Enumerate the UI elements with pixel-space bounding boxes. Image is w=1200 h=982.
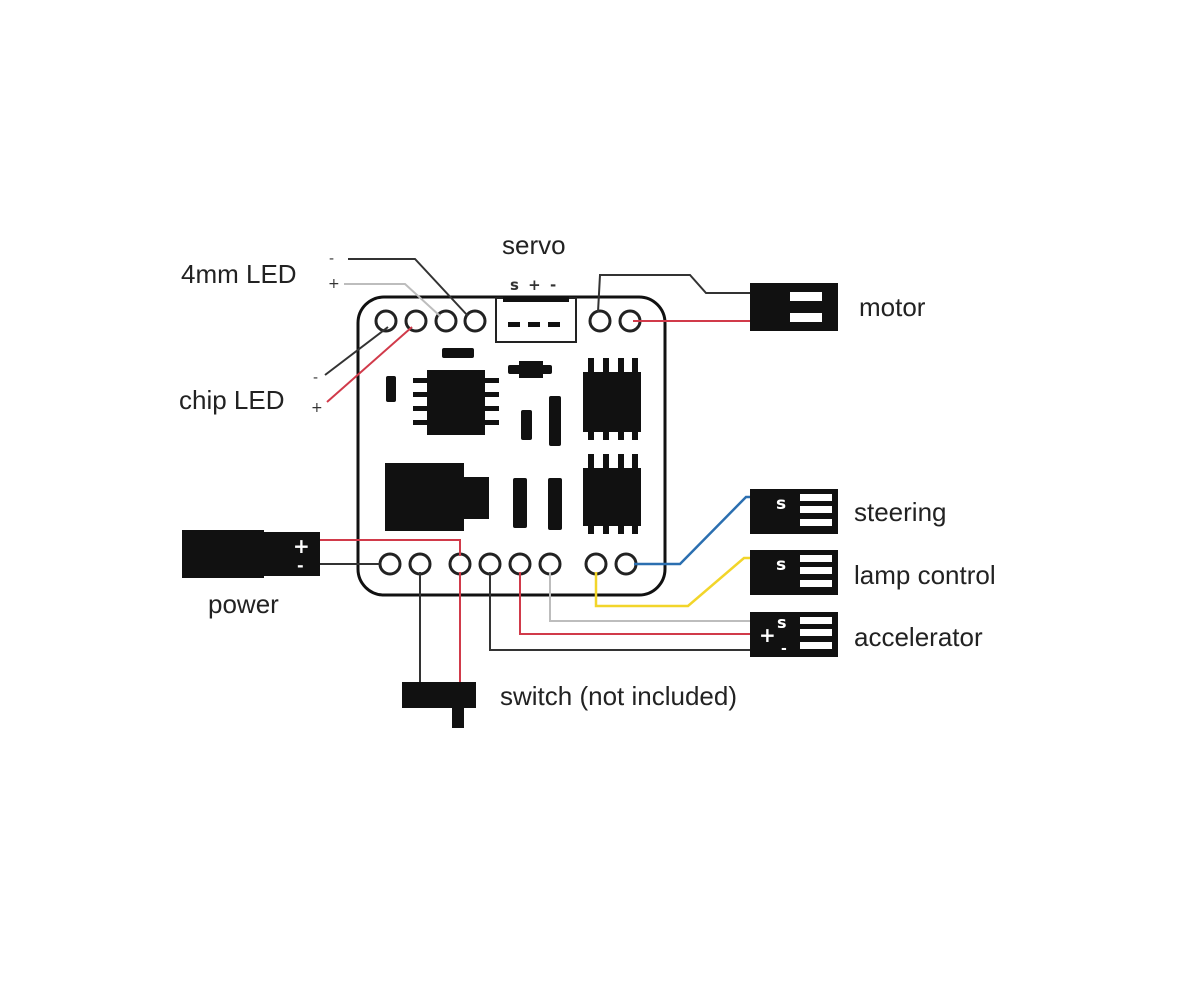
label-switch: switch (not included)	[500, 681, 737, 711]
motor-connector	[750, 283, 838, 331]
accelerator-s-mark: s	[777, 613, 787, 632]
switch-component	[402, 682, 476, 728]
steering-connector: s	[750, 489, 838, 534]
power-connector: + -	[182, 530, 320, 578]
label-lamp-control: lamp control	[854, 560, 996, 590]
wire-4mm-led-gray	[344, 283, 441, 317]
power-minus-mark: -	[297, 556, 304, 575]
label-servo: servo	[502, 230, 566, 260]
lamp-connector: s	[750, 550, 838, 595]
wire-chip-led-red	[326, 326, 413, 403]
chip-led-plus-mark: +	[311, 400, 323, 416]
label-steering: steering	[854, 497, 947, 527]
wire-accel-black	[489, 572, 752, 651]
wire-accel-red	[519, 572, 752, 635]
steering-s-mark: s	[776, 494, 786, 514]
wire-chip-led-black	[324, 326, 389, 376]
servo-header	[495, 296, 577, 343]
accelerator-connector: s + -	[750, 612, 838, 657]
label-motor: motor	[859, 292, 926, 322]
label-servo-pins: s + -	[510, 276, 558, 294]
bottom-pads	[378, 552, 638, 576]
wire-steering-blue	[634, 495, 752, 566]
label-chip-led: chip LED	[179, 385, 285, 415]
label-power: power	[208, 589, 279, 619]
accelerator-minus-mark: -	[781, 641, 787, 657]
lamp-s-mark: s	[776, 555, 786, 575]
led-pads	[374, 309, 487, 333]
board-components	[385, 348, 641, 534]
label-accelerator: accelerator	[854, 622, 983, 652]
led-4mm-plus-mark: +	[328, 276, 340, 292]
chip-led-minus-mark: -	[313, 370, 318, 386]
led-4mm-minus-mark: -	[329, 251, 334, 267]
wire-motor-black	[597, 274, 752, 313]
label-4mm-led: 4mm LED	[181, 259, 297, 289]
power-plus-mark: +	[293, 534, 310, 558]
wire-accel-gray	[549, 572, 752, 622]
accelerator-plus-mark: +	[759, 623, 776, 647]
wire-power-red	[320, 539, 461, 556]
wire-lamp-yellow	[594, 556, 752, 608]
motor-pads	[588, 309, 642, 333]
wire-4mm-led-black	[348, 258, 469, 317]
